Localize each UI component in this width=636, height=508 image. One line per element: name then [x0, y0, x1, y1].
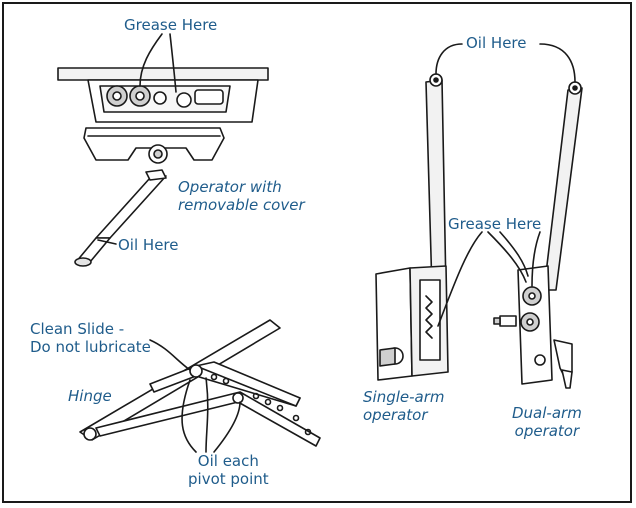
- dual-arm-line2: operator: [514, 422, 580, 440]
- hinge-caption: Hinge: [68, 387, 112, 405]
- dual-arm-operator-drawing: [493, 81, 583, 389]
- dual-arm-line1: Dual-arm: [512, 404, 582, 422]
- oil-pivot-line2: pivot point: [188, 470, 269, 488]
- operator-cover-caption: Operator with removable cover: [178, 178, 305, 214]
- grease-here-top-label: Grease Here: [124, 16, 218, 34]
- operator-with-cover-drawing: [57, 67, 269, 267]
- hinge-drawing: [79, 319, 321, 447]
- clean-slide-label: Clean Slide - Do not lubricate: [30, 320, 151, 356]
- clean-slide-line2: Do not lubricate: [30, 338, 151, 356]
- dual-arm-caption: Dual-arm operator: [512, 404, 582, 440]
- operator-cover-caption-line1: Operator with: [178, 178, 282, 196]
- oil-pivot-line1: Oil each: [197, 452, 259, 470]
- grease-here-right-label: Grease Here: [448, 215, 542, 233]
- single-arm-line2: operator: [363, 406, 428, 424]
- clean-slide-line1: Clean Slide -: [30, 320, 125, 338]
- single-arm-caption: Single-arm operator: [363, 388, 445, 424]
- oil-here-crank-label: Oil Here: [118, 236, 179, 254]
- operator-cover-caption-line2: removable cover: [178, 196, 305, 214]
- single-arm-line1: Single-arm: [363, 388, 445, 406]
- leader-lines: [97, 33, 576, 453]
- oil-each-pivot-label: Oil each pivot point: [188, 452, 269, 488]
- oil-here-arms-label: Oil Here: [466, 34, 527, 52]
- single-arm-operator-drawing: [375, 73, 449, 381]
